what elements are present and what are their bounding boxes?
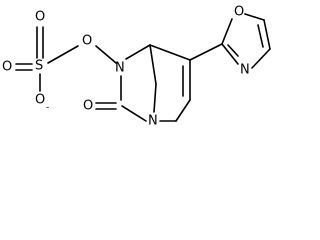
bond-c4-ch2 — [175, 99, 191, 122]
bond-o-n — [95, 45, 117, 64]
atom-label-sulfonyl-o-top: O — [35, 10, 45, 25]
bond-o1-c5 — [244, 13, 265, 21]
atom-label-ester-o: O — [82, 34, 92, 49]
bond-c7-c3 — [149, 44, 191, 61]
atom-label-oxazole-n: N — [240, 63, 250, 78]
bond-c5-c4-inner — [257, 24, 264, 48]
bond-n3-c2 — [221, 43, 239, 65]
atom-label-sulfonyl-o-left: O — [2, 60, 12, 75]
bond-carbonyl-c-nbridge — [121, 105, 147, 122]
bond-c5-c4 — [263, 19, 271, 50]
atom-label-amide-n: N — [115, 61, 125, 76]
bond-ch2-nbridge — [153, 83, 157, 113]
atom-label-sulfur: S — [35, 59, 43, 74]
bond-n-c7 — [125, 44, 151, 60]
chemical-structure-diagram: O N N O O O S O - O N — [2, 5, 271, 129]
atom-label-anion-charge: - — [46, 103, 49, 113]
atom-label-oxazole-o: O — [234, 5, 244, 20]
sulfate-group — [15, 26, 117, 92]
atom-label-carbonyl-o: O — [83, 99, 93, 114]
bond-c3-oxazole — [189, 43, 223, 61]
atom-label-bridgehead-n: N — [148, 114, 158, 129]
bond-c4-n3 — [251, 48, 271, 69]
bond-c7-ch2 — [149, 44, 157, 85]
oxazole-ring — [189, 13, 271, 69]
bond-n3-c2-inner — [227, 44, 239, 57]
bond-s-o-ester — [47, 45, 79, 64]
bond-c2-o1 — [221, 18, 233, 45]
atom-labels: O N N O O O S O - O N — [2, 5, 250, 129]
bicyclic-core — [95, 44, 191, 122]
atom-label-anion-o: O — [35, 93, 45, 108]
